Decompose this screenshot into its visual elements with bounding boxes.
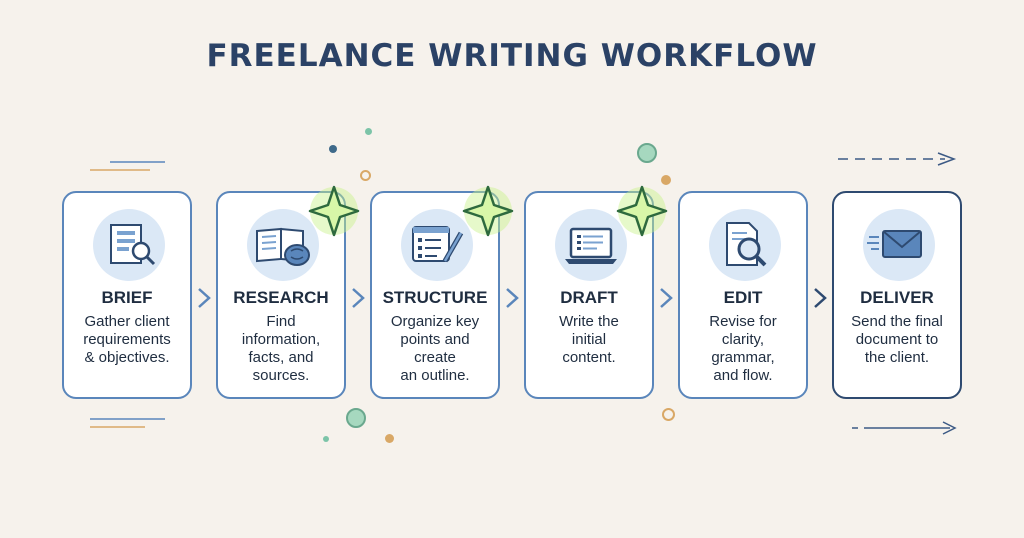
decorative-dot	[329, 145, 337, 153]
step-label: DRAFT	[560, 288, 618, 307]
step-label: DELIVER	[860, 288, 934, 307]
outline-pencil-icon	[401, 209, 473, 281]
step-label: STRUCTURE	[382, 288, 488, 307]
decorative-dot	[360, 170, 371, 181]
brief-document-icon	[93, 209, 165, 281]
sparkle-star-icon	[462, 185, 514, 237]
decorative-dot	[662, 408, 675, 421]
step-card-deliver: DELIVER Send the final document to the c…	[832, 191, 962, 399]
decorative-dot	[346, 408, 366, 428]
magnifier-document-icon	[709, 209, 781, 281]
book-brain-icon	[247, 209, 319, 281]
decorative-dot	[637, 143, 657, 163]
chevron-right-icon	[352, 288, 365, 308]
sparkle-star-icon	[308, 185, 360, 237]
chevron-right-icon	[198, 288, 211, 308]
step-card-edit: EDIT Revise for clarity, grammar, and fl…	[678, 191, 808, 399]
step-card-brief: BRIEF Gather client requirements & objec…	[62, 191, 192, 399]
decorative-dot	[365, 128, 372, 135]
step-description: Write the initial content.	[559, 313, 619, 366]
chevron-right-icon	[506, 288, 519, 308]
step-label: EDIT	[723, 288, 763, 307]
sparkle-star-icon	[616, 185, 668, 237]
step-card-draft: DRAFT Write the initial content.	[524, 191, 654, 399]
envelope-icon	[863, 209, 935, 281]
page-title: FREELANCE WRITING WORKFLOW	[206, 38, 818, 74]
step-description: Gather client requirements & objectives.	[83, 313, 171, 366]
laptop-icon	[555, 209, 627, 281]
decorative-dot	[323, 436, 329, 442]
step-description: Revise for clarity, grammar, and flow.	[709, 313, 777, 384]
decorative-dot	[385, 434, 394, 443]
step-label: BRIEF	[101, 288, 153, 307]
chevron-right-icon	[660, 288, 673, 308]
step-description: Organize key points and create an outlin…	[390, 313, 480, 384]
step-card-research: RESEARCH Find information, facts, and so…	[216, 191, 346, 399]
step-card-structure: STRUCTURE Organize key points and create…	[370, 191, 500, 399]
chevron-right-icon	[814, 288, 827, 308]
step-description: Find information, facts, and sources.	[241, 313, 321, 384]
decorative-dot	[661, 175, 671, 185]
step-label: RESEARCH	[233, 288, 329, 307]
step-description: Send the final document to the client.	[851, 313, 943, 366]
